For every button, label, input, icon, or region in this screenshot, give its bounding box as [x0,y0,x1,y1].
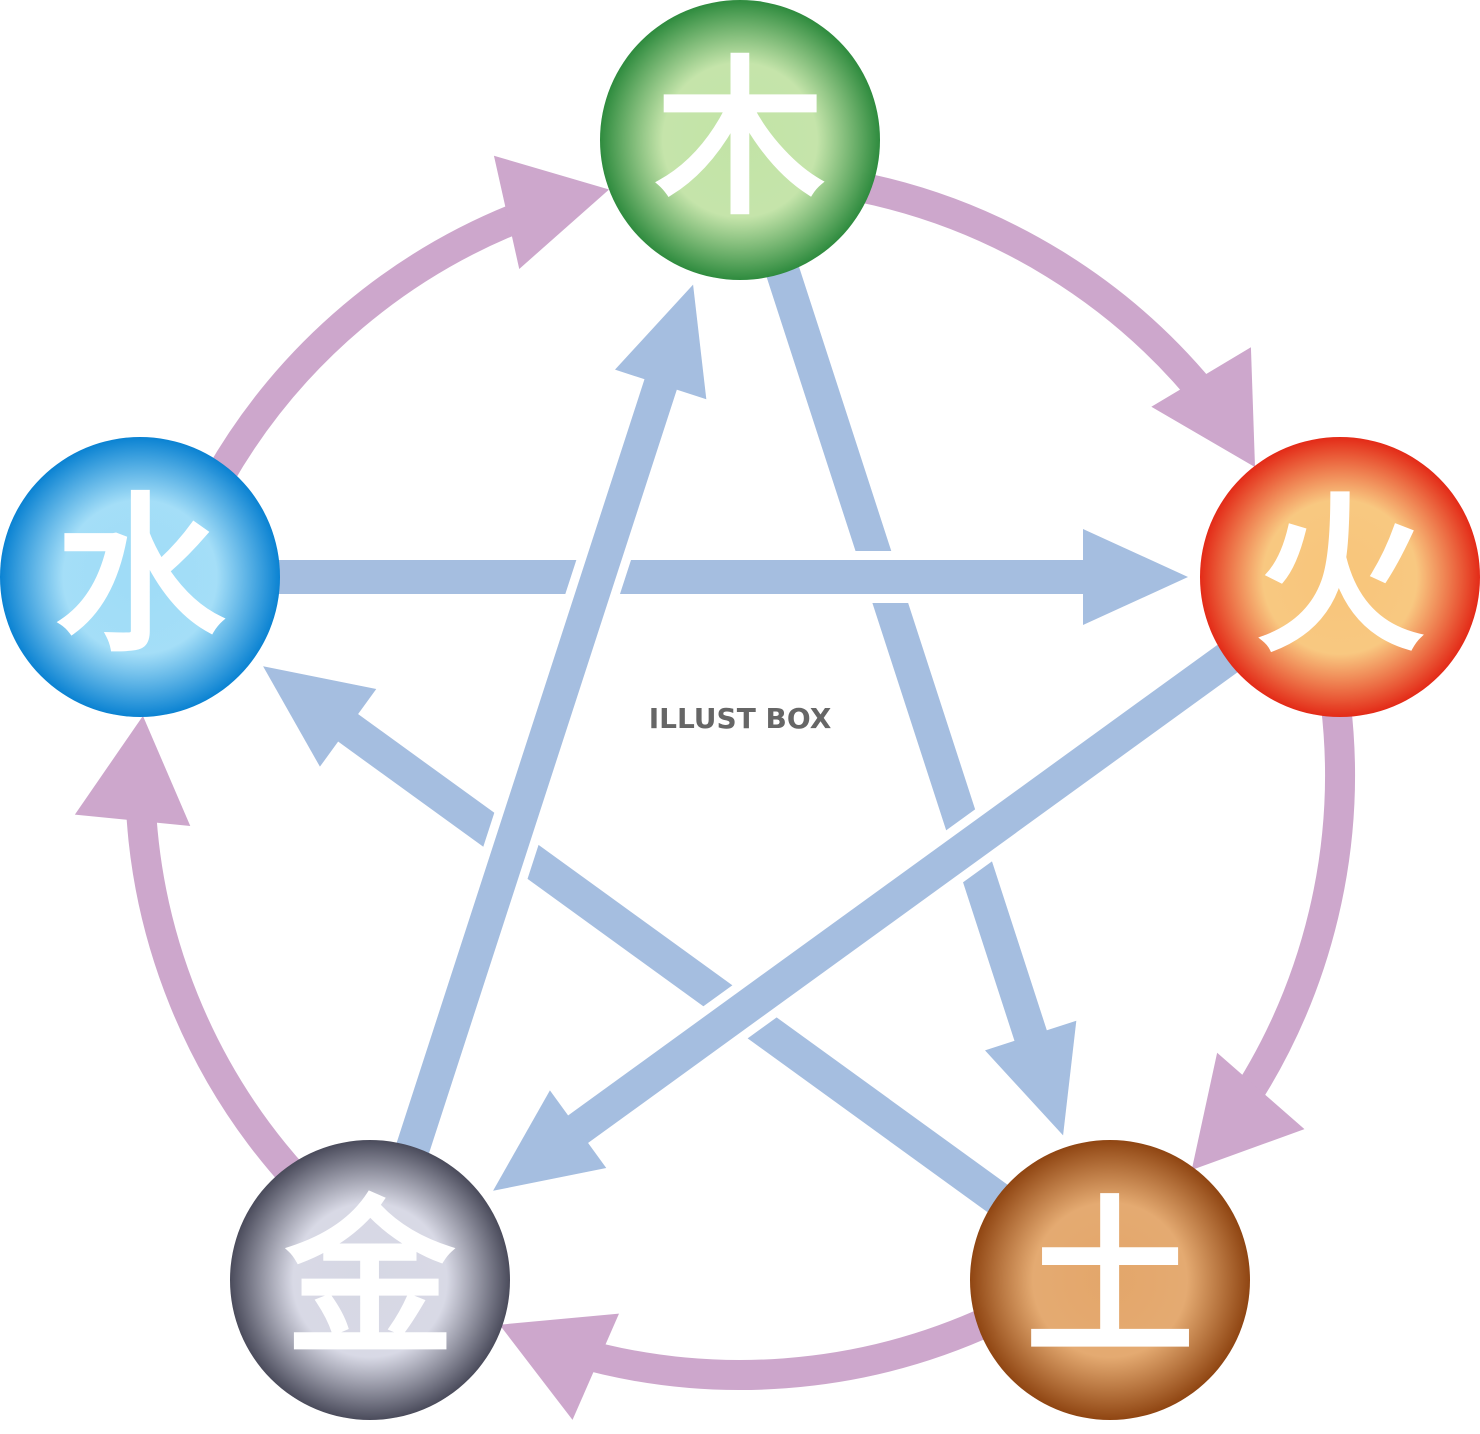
wood-circle [600,0,880,280]
water-circle [0,437,280,717]
overcoming-arrow-earth-to-water [263,666,1016,1222]
metal-circle [230,1140,510,1420]
fire-circle [1200,437,1480,717]
overcoming-cycle-arrows [263,260,1246,1222]
overcoming-arrow-water-to-fire [275,529,1188,625]
water-node: 水 [0,437,280,717]
water-label: 水 [55,476,226,676]
wood-node: 木 [600,0,880,280]
earth-node: 土 [970,1140,1250,1420]
fire-label: 火 [1255,476,1425,676]
generating-arrow-water-to-wood [205,155,610,485]
fire-node: 火 [1200,437,1480,717]
wood-label: 木 [655,39,825,239]
metal-node: 金 [230,1140,510,1420]
earth-label: 土 [1025,1179,1195,1379]
generating-cycle-arrows [74,155,1355,1420]
generating-arrow-earth-to-metal [499,1306,998,1420]
overcoming-arrow-metal-to-wood [386,284,707,1160]
overcoming-arrow-wood-to-earth [756,260,1077,1136]
earth-circle [970,1140,1250,1420]
metal-label: 金 [284,1179,456,1379]
overcoming-arrow-fire-to-metal [493,635,1246,1191]
generating-arrow-fire-to-earth [1191,702,1355,1170]
generating-arrow-wood-to-fire [856,172,1256,468]
generating-arrow-metal-to-water [74,715,308,1189]
watermark-text: ILLUST BOX [649,702,832,735]
